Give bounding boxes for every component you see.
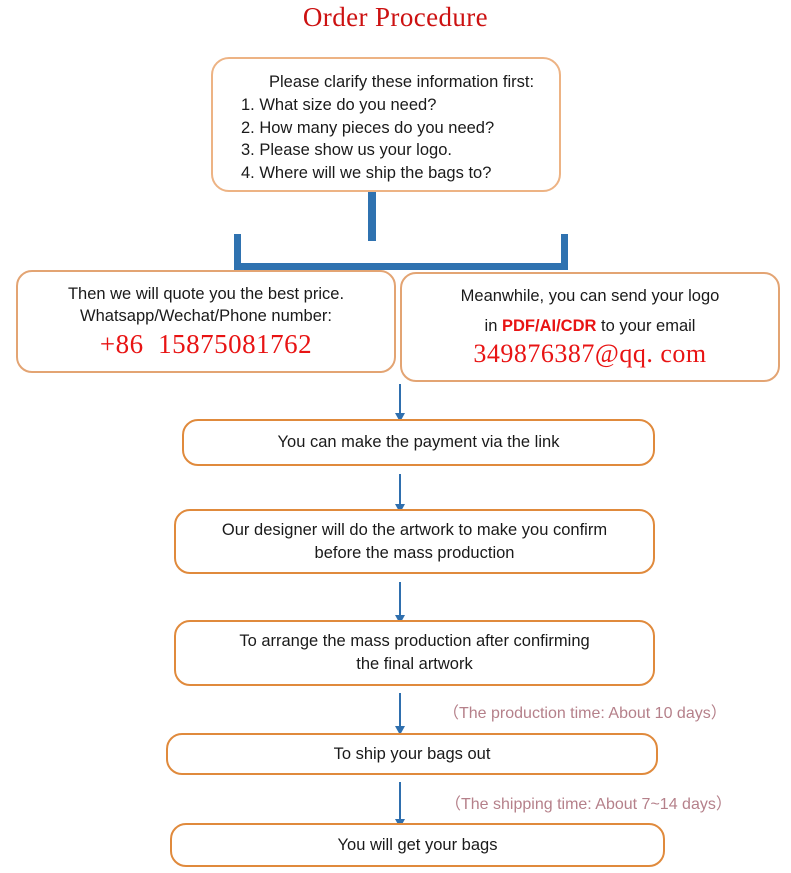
arrow-to-production — [399, 582, 401, 616]
artwork-line-1: Our designer will do the artwork to make… — [221, 520, 608, 539]
production-line-1: To arrange the mass production after con… — [239, 632, 590, 651]
node-artwork-confirm: Our designer will do the artwork to make… — [174, 509, 655, 574]
artwork-line-2: before the mass production — [314, 543, 515, 562]
email-address[interactable]: 349876387@qq. com — [473, 338, 707, 368]
arrow-to-payment — [399, 384, 401, 414]
receive-text: You will get your bags — [337, 835, 498, 854]
arrow-to-receive — [399, 782, 401, 820]
node-quote-price: Then we will quote you the best price. W… — [16, 270, 396, 373]
arrow-to-artwork — [399, 474, 401, 505]
node-receive-bags: You will get your bags — [170, 823, 665, 867]
node-ship-bags: To ship your bags out — [166, 733, 658, 775]
phone-number[interactable]: +86 15875081762 — [99, 329, 313, 360]
clarify-item-4: 4. Where will we ship the bags to? — [241, 164, 492, 183]
logo-line-1: Meanwhile, you can send your logo — [460, 287, 720, 306]
clarify-item-2: 2. How many pieces do you need? — [241, 118, 495, 137]
ship-text: To ship your bags out — [333, 744, 491, 763]
clarify-item-1: 1. What size do you need? — [241, 95, 437, 114]
logo-file-formats: PDF/AI/CDR — [501, 316, 597, 335]
connector-bracket — [234, 234, 568, 270]
page-title: Order Procedure — [302, 2, 489, 32]
quote-line-2: Whatsapp/Wechat/Phone number: — [80, 307, 332, 326]
node-send-logo: Meanwhile, you can send your logo in PDF… — [400, 272, 780, 382]
clarify-heading: Please clarify these information first: — [269, 73, 535, 91]
node-mass-production: To arrange the mass production after con… — [174, 620, 655, 686]
connector-stem-vertical — [368, 192, 376, 241]
arrow-to-ship — [399, 693, 401, 727]
logo-line-2-prefix: in — [484, 316, 502, 335]
annotation-production-time: （The production time: About 10 days） — [443, 705, 727, 722]
payment-text: You can make the payment via the link — [277, 433, 560, 452]
logo-line-2: in PDF/AI/CDR to your email — [485, 315, 696, 338]
node-clarify-information: Please clarify these information first: … — [211, 57, 561, 192]
node-payment-link: You can make the payment via the link — [182, 419, 655, 466]
annotation-shipping-time: （The shipping time: About 7~14 days） — [445, 796, 732, 813]
production-line-2: the final artwork — [356, 655, 473, 673]
clarify-item-3: 3. Please show us your logo. — [241, 141, 452, 160]
quote-line-1: Then we will quote you the best price. — [67, 284, 345, 303]
logo-line-2-suffix: to your email — [596, 316, 696, 335]
